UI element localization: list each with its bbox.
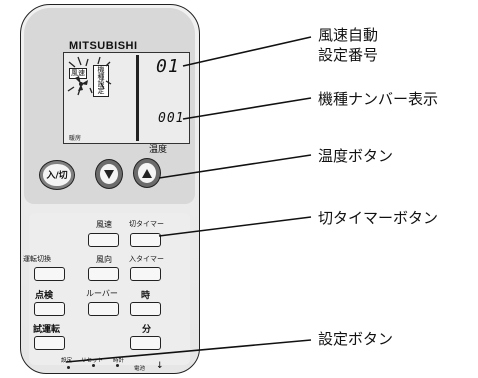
lcd-fan-icon bbox=[67, 56, 112, 96]
minute-label: 分 bbox=[142, 325, 152, 335]
clock-button[interactable] bbox=[116, 364, 119, 367]
callout-off-timer-button: 切タイマーボタン bbox=[318, 209, 439, 227]
mode-switch-label: 運転切換 bbox=[23, 255, 51, 263]
off-timer-label: 切タイマー bbox=[129, 220, 164, 228]
callout-auto-fan: 風速自動 設定番号 bbox=[318, 25, 378, 65]
fan-speed-button[interactable] bbox=[88, 233, 119, 247]
temp-up-button[interactable] bbox=[133, 158, 161, 188]
fan-speed-label: 風速 bbox=[96, 220, 112, 229]
lcd-mode-label: 暖房 bbox=[69, 135, 82, 142]
temp-label: 温度 bbox=[149, 145, 168, 155]
callout-temp-button: 温度ボタン bbox=[318, 147, 394, 165]
leader-temp-button bbox=[158, 154, 312, 179]
inspection-button[interactable] bbox=[34, 302, 65, 316]
callout-auto-fan-line1: 風速自動 bbox=[318, 26, 379, 44]
hour-button[interactable] bbox=[130, 302, 161, 316]
on-timer-button[interactable] bbox=[130, 267, 161, 281]
test-run-label: 試運転 bbox=[33, 325, 61, 335]
minute-button[interactable] bbox=[130, 336, 161, 350]
callout-model-number: 機種ナンバー表示 bbox=[318, 90, 439, 108]
hour-label: 時 bbox=[141, 291, 151, 301]
temp-up-icon bbox=[137, 163, 157, 183]
test-run-button[interactable] bbox=[34, 336, 65, 350]
remote-control: MITSUBISHI 風速 機種 設定 bbox=[20, 4, 200, 374]
temp-down-icon bbox=[99, 164, 119, 184]
leader-auto-fan bbox=[182, 36, 312, 67]
leader-setting-button bbox=[65, 339, 312, 363]
reset-label: リセット bbox=[81, 358, 104, 364]
leader-model-number bbox=[182, 97, 312, 120]
lcd-model-number-digits: 001 bbox=[158, 111, 185, 126]
lcd-display: 風速 機種 設定 0 bbox=[63, 52, 190, 144]
louver-button[interactable] bbox=[88, 302, 119, 316]
air-direction-button[interactable] bbox=[88, 267, 119, 281]
temp-down-button[interactable] bbox=[95, 159, 123, 189]
callout-setting-button: 設定ボタン bbox=[318, 330, 394, 348]
lcd-divider bbox=[136, 55, 139, 141]
setting-button[interactable] bbox=[67, 366, 70, 369]
clock-label: 時計 bbox=[113, 358, 125, 364]
power-button[interactable]: 入/切 bbox=[39, 160, 75, 190]
inspection-label: 点検 bbox=[35, 291, 54, 301]
brand-logo: MITSUBISHI bbox=[69, 40, 138, 52]
lcd-fan-setting-digits: 01 bbox=[156, 56, 180, 77]
callout-auto-fan-line2: 設定番号 bbox=[318, 46, 379, 64]
air-direction-label: 風向 bbox=[96, 255, 112, 264]
louver-label: ルーバー bbox=[86, 289, 118, 298]
power-button-label: 入/切 bbox=[43, 164, 71, 186]
battery-label: 電池 bbox=[134, 366, 146, 372]
leader-off-timer bbox=[158, 216, 312, 237]
setting-label: 設定 bbox=[61, 358, 73, 364]
reset-button[interactable] bbox=[92, 364, 95, 367]
on-timer-label: 入タイマー bbox=[129, 255, 164, 263]
battery-arrow-icon: ↓ bbox=[156, 361, 164, 371]
lcd-tag-model-line1: 機種 bbox=[97, 66, 105, 81]
off-timer-button[interactable] bbox=[130, 233, 161, 247]
mode-switch-button[interactable] bbox=[34, 267, 65, 281]
